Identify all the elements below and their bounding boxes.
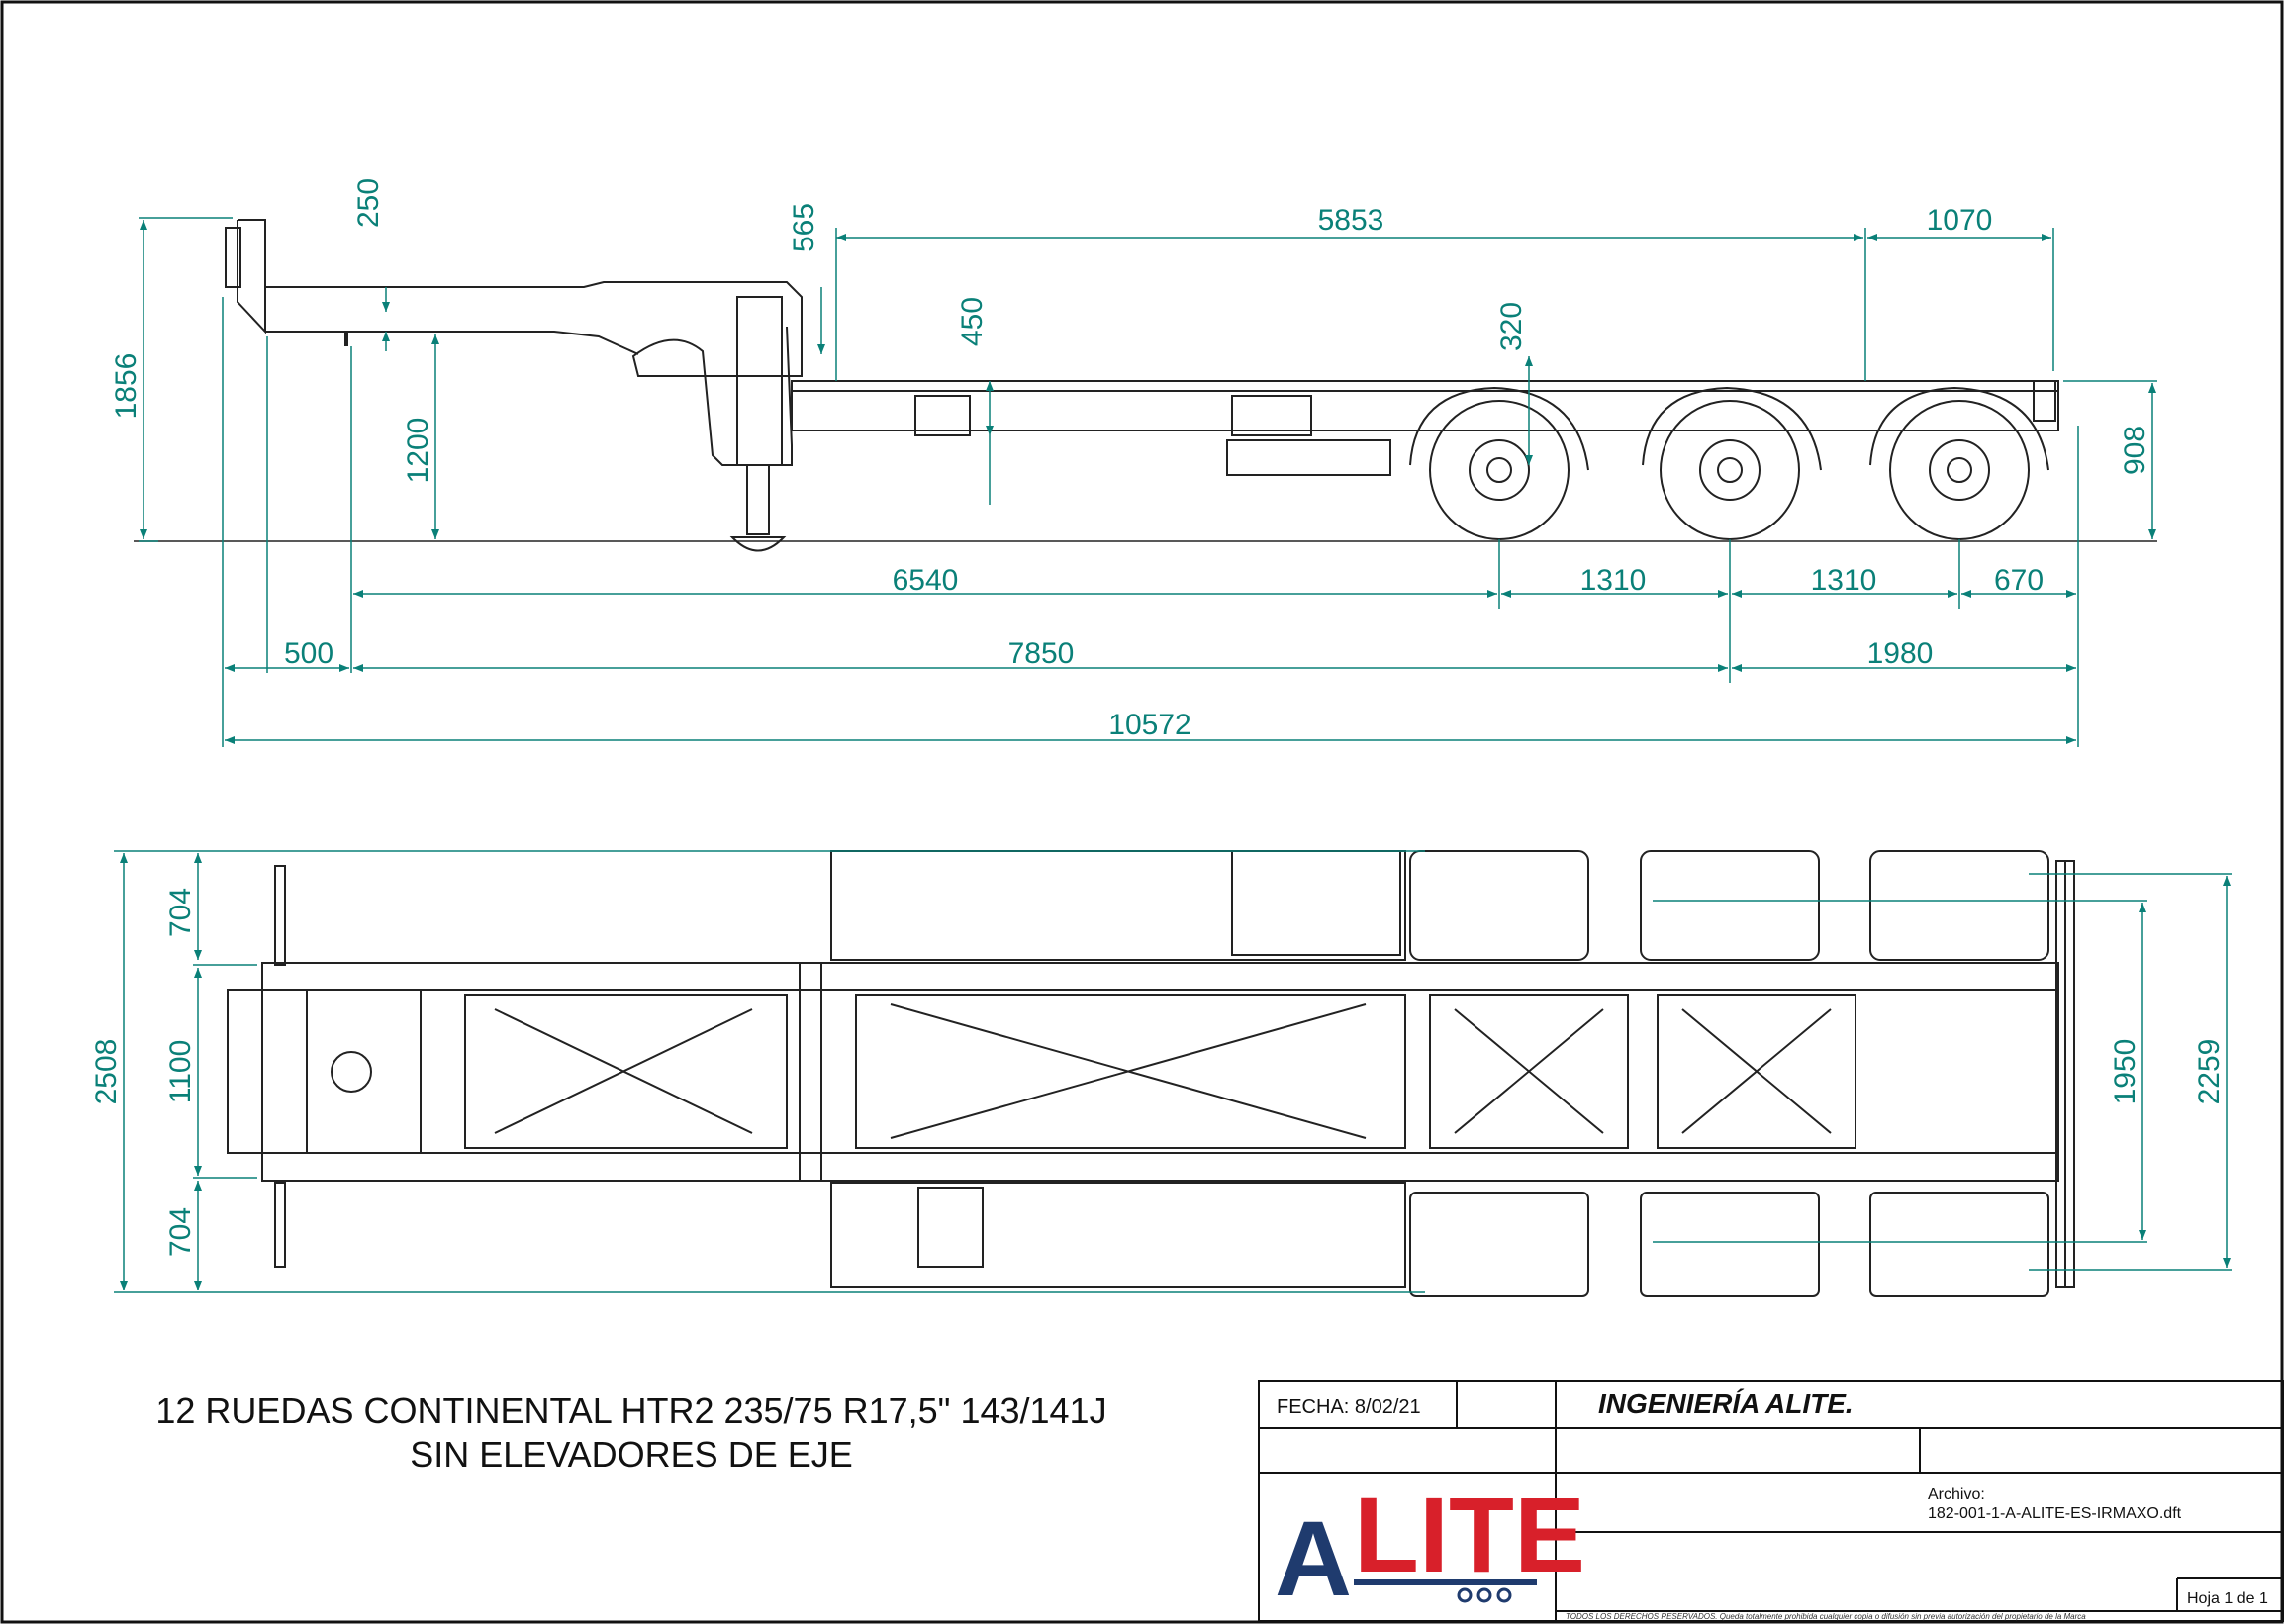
plan-view [227, 850, 2075, 1297]
plan-front-plate-2 [274, 1182, 286, 1268]
wheel-1-hub [1486, 457, 1512, 483]
plan-axle-brace-2 [1657, 994, 1856, 1149]
dim-908: 908 [2119, 426, 2151, 475]
wheel-2-rim [1699, 439, 1761, 501]
title-file-label: Archivo: [1928, 1486, 1985, 1503]
plan-gooseneck-brace [464, 994, 788, 1149]
plan-view-dimension-lines [114, 850, 2232, 1293]
landing-leg-lower [746, 464, 770, 535]
side-skirt [1226, 439, 1391, 476]
side-view [134, 219, 2157, 552]
plan-side-platform-top [830, 850, 1406, 961]
plan-wheel-top-3 [1869, 850, 2049, 961]
dim-2259: 2259 [2193, 1039, 2226, 1105]
dim-704-top: 704 [164, 888, 197, 937]
dim-670: 670 [1994, 564, 2044, 597]
plan-wheel-top-1 [1409, 850, 1589, 961]
plan-axle-brace-1 [1429, 994, 1629, 1149]
dim-5853: 5853 [1318, 204, 1384, 237]
dim-10572: 10572 [1108, 709, 1190, 741]
plan-wheel-bottom-3 [1869, 1192, 2049, 1297]
dim-1980: 1980 [1867, 637, 1934, 670]
plan-toolbox [1231, 850, 1401, 956]
dim-1100: 1100 [164, 1040, 197, 1104]
plan-axle-brace-2-x [1681, 1008, 1832, 1134]
logo-underline [1354, 1579, 1537, 1585]
note-line-2: SIN ELEVADORES DE EJE [410, 1434, 852, 1475]
plan-view-dimension-labels: 2508 704 1100 704 1950 2259 [90, 888, 2226, 1257]
note-line-1: 12 RUEDAS CONTINENTAL HTR2 235/75 R17,5"… [155, 1390, 1106, 1431]
wheel-3 [1889, 400, 2030, 540]
logo-wheel-1 [1457, 1587, 1473, 1603]
landing-leg [736, 296, 783, 466]
title-block [1258, 1380, 2284, 1622]
side-tank [914, 395, 971, 436]
dim-565: 565 [788, 203, 820, 252]
dim-450: 450 [956, 297, 989, 346]
dim-1856: 1856 [110, 353, 143, 420]
plan-side-platform-bottom [830, 1182, 1406, 1288]
fender-3 [1869, 386, 2049, 471]
rear-bumper [2033, 380, 2056, 422]
title-company: INGENIERÍA ALITE. [1598, 1388, 1854, 1419]
wheel-2 [1660, 400, 1800, 540]
plan-main-brace [855, 994, 1406, 1149]
plan-wheel-bottom-2 [1640, 1192, 1820, 1297]
dim-250: 250 [352, 178, 385, 228]
wheel-3-rim [1929, 439, 1990, 501]
plan-wheel-top-2 [1640, 850, 1820, 961]
dim-1200: 1200 [402, 418, 434, 484]
logo-wheel-3 [1496, 1587, 1512, 1603]
dim-500: 500 [284, 637, 333, 670]
plan-kingpin-plate [306, 989, 422, 1154]
landing-leg-foot [729, 536, 787, 552]
plan-kingpin [331, 1051, 372, 1093]
side-view-dimension-labels: 1856 250 1200 565 450 5853 1070 320 908 … [110, 178, 2151, 741]
plan-tank-bottom [917, 1187, 984, 1268]
plan-gooseneck-front [227, 989, 263, 1154]
plan-front-plate [274, 865, 286, 966]
dim-2508: 2508 [90, 1039, 123, 1105]
fender-1 [1409, 386, 1589, 471]
main-chassis [791, 380, 2059, 431]
dim-1070: 1070 [1927, 204, 1993, 237]
gooseneck [237, 219, 803, 466]
dim-704-bottom: 704 [164, 1207, 197, 1257]
title-sheet-number: Hoja 1 de 1 [2187, 1590, 2268, 1607]
dim-1310-b: 1310 [1811, 564, 1877, 597]
logo-letter-a: A [1275, 1498, 1352, 1618]
wheel-2-hub [1717, 457, 1743, 483]
alite-logo: A LITE [1275, 1475, 1585, 1618]
logo-wheel-2 [1476, 1587, 1492, 1603]
wheel-3-hub [1947, 457, 1972, 483]
kingpin-plate [225, 227, 241, 288]
title-file-name: 182-001-1-A-ALITE-ES-IRMAXO.dft [1928, 1505, 2182, 1522]
dim-6540: 6540 [893, 564, 959, 597]
dim-320: 320 [1495, 302, 1528, 351]
title-rights: TODOS LOS DERECHOS RESERVADOS. Queda tot… [1566, 1612, 2086, 1621]
wheel-1-rim [1469, 439, 1530, 501]
side-toolbox [1231, 395, 1312, 436]
title-date: FECHA: 8/02/21 [1277, 1396, 1421, 1418]
side-view-dimension-lines [139, 217, 2157, 747]
plan-wheel-bottom-1 [1409, 1192, 1589, 1297]
dim-7850: 7850 [1008, 637, 1075, 670]
dim-1950: 1950 [2109, 1039, 2141, 1105]
fender-2 [1642, 386, 1822, 471]
plan-axle-brace-1-x [1454, 1008, 1604, 1134]
logo-letters-lite: LITE [1354, 1475, 1585, 1594]
dim-1310-a: 1310 [1580, 564, 1647, 597]
gooseneck-underside [265, 331, 639, 355]
wheel-1 [1429, 400, 1570, 540]
